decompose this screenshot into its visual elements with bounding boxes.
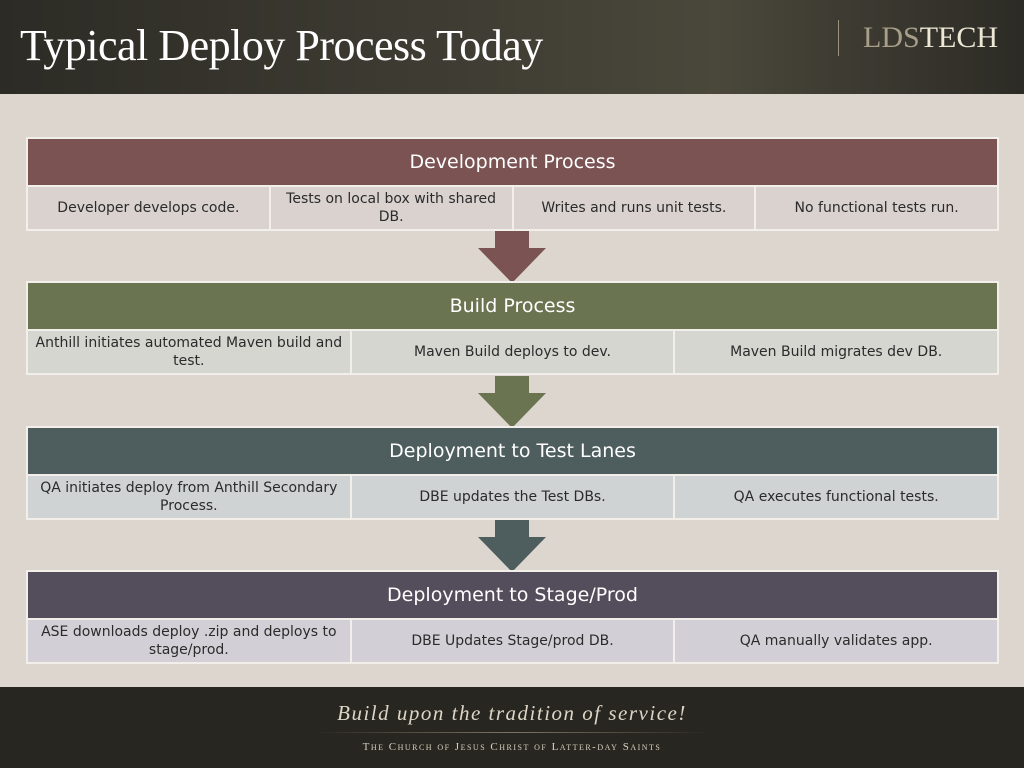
footer-divider [312, 732, 712, 733]
phase-title: Build Process [26, 281, 999, 331]
step-cell: Maven Build deploys to dev. [351, 331, 676, 375]
phase-build: Build Process Anthill initiates automate… [26, 281, 1000, 375]
phase-steps: ASE downloads deploy .zip and deploys to… [26, 620, 1000, 664]
step-cell: Maven Build migrates dev DB. [675, 331, 1000, 375]
down-arrow-icon [478, 520, 546, 572]
arrow-shape [478, 376, 546, 428]
footer-tagline: Build upon the tradition of service! [337, 701, 687, 725]
phase-steps: Developer develops code. Tests on local … [26, 187, 999, 231]
header-bar: Typical Deploy Process Today LDSTECH [0, 0, 1024, 94]
logo-part-tech: TECH [919, 21, 999, 54]
step-cell: Tests on local box with shared DB. [270, 187, 514, 231]
step-cell: No functional tests run. [756, 187, 999, 231]
lds-tech-logo: LDSTECH [838, 20, 998, 56]
arrow-shape [478, 520, 546, 572]
phase-steps: QA initiates deploy from Anthill Seconda… [26, 476, 1000, 520]
step-cell: QA executes functional tests. [675, 476, 1000, 520]
step-cell: Writes and runs unit tests. [513, 187, 757, 231]
phase-stage-prod: Deployment to Stage/Prod ASE downloads d… [26, 570, 1000, 664]
phase-title: Deployment to Stage/Prod [26, 570, 999, 620]
step-cell: QA initiates deploy from Anthill Seconda… [26, 476, 352, 520]
down-arrow-icon [478, 231, 546, 283]
step-cell: Developer develops code. [26, 187, 271, 231]
arrow-shape [478, 231, 546, 283]
phase-test-lanes: Deployment to Test Lanes QA initiates de… [26, 426, 1000, 520]
page-title: Typical Deploy Process Today [20, 21, 543, 70]
step-cell: DBE updates the Test DBs. [351, 476, 676, 520]
phase-title: Deployment to Test Lanes [26, 426, 999, 476]
phase-steps: Anthill initiates automated Maven build … [26, 331, 1000, 375]
step-cell: Anthill initiates automated Maven build … [26, 331, 352, 375]
down-arrow-icon [478, 376, 546, 428]
step-cell: DBE Updates Stage/prod DB. [351, 620, 676, 664]
footer-church-name: The Church of Jesus Christ of Latter-day… [362, 741, 662, 753]
phase-development: Development Process Developer develops c… [26, 137, 999, 231]
footer-bar: Build upon the tradition of service! The… [0, 687, 1024, 768]
logo-part-lds: LDS [863, 21, 920, 54]
step-cell: QA manually validates app. [675, 620, 1000, 664]
phase-title: Development Process [26, 137, 999, 187]
step-cell: ASE downloads deploy .zip and deploys to… [26, 620, 352, 664]
